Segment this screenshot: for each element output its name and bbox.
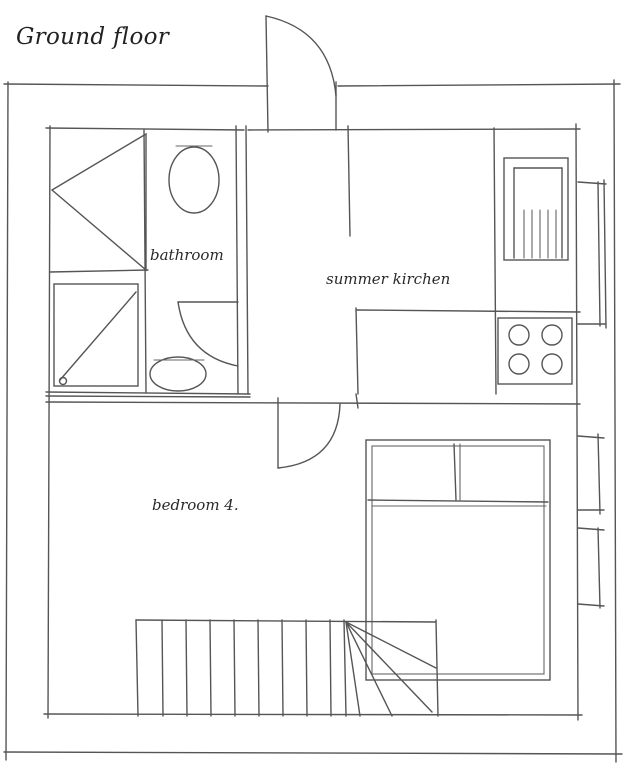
- bedroom-door: [277, 393, 359, 469]
- entrance-door: [265, 15, 337, 133]
- toilet: [168, 145, 220, 214]
- room-label-bathroom: bathroom: [150, 246, 224, 264]
- shower: [53, 283, 139, 387]
- bathroom-door: [177, 301, 239, 367]
- window-right-top: [577, 179, 607, 329]
- staircase: [135, 619, 439, 717]
- bathroom-walls: [45, 125, 581, 405]
- room-label-bedroom: bedroom 4.: [152, 496, 239, 514]
- bathtub: [49, 132, 149, 273]
- window-right-bottom: [577, 433, 605, 609]
- room-label-summer-kitchen: summer kirchen: [326, 270, 451, 288]
- bed: [365, 439, 551, 681]
- plan-title: Ground floor: [16, 24, 170, 50]
- kitchen-partition: [347, 125, 581, 395]
- stove: [497, 317, 573, 385]
- sink: [149, 356, 207, 392]
- chair: [503, 157, 569, 261]
- outer-walls: [3, 79, 623, 763]
